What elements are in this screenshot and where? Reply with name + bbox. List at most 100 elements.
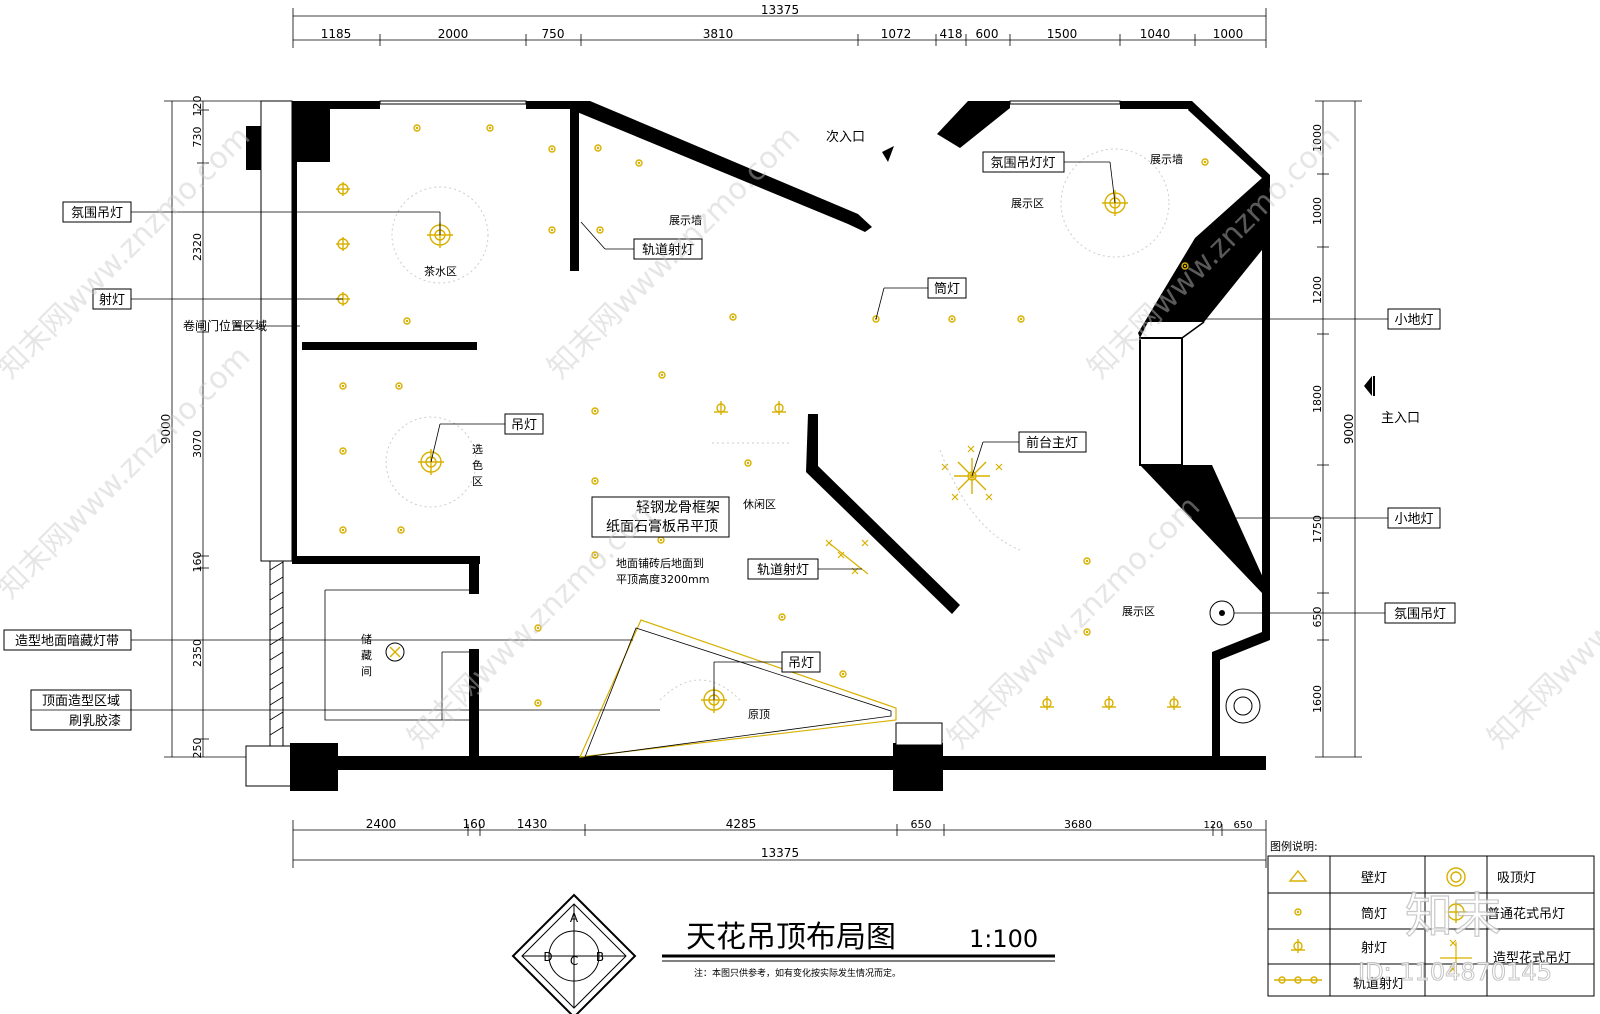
legend-item-2: 筒灯 <box>1361 906 1387 922</box>
callout-ambient-pendant-left: 氛围吊灯 <box>71 206 123 221</box>
top-dim-8: 1500 <box>1047 27 1078 41</box>
watermark-1: 知末网www.znzmo.com <box>0 119 257 385</box>
callout-downlight: 筒灯 <box>934 281 960 297</box>
label-display-wall-1: 展示墙 <box>669 213 702 227</box>
label-storage-1: 储 <box>361 632 372 646</box>
left-dim-3: 2320 <box>191 233 204 261</box>
label-floor-note-1: 地面铺砖后地面到 <box>616 556 704 570</box>
label-floor-note-2: 平顶高度3200mm <box>616 572 709 586</box>
compass-a: A <box>570 911 579 925</box>
callout-pendant-bottom: 吊灯 <box>788 656 814 671</box>
legend-item-5: 吸顶灯 <box>1497 871 1536 886</box>
main-entrance-arrow <box>1364 376 1372 396</box>
bottom-dim-7: 120 <box>1203 820 1222 831</box>
legend-item-1: 壁灯 <box>1361 871 1387 886</box>
right-dim-6: 650 <box>1311 607 1324 628</box>
top-dim-7: 600 <box>976 27 999 41</box>
top-dim-9: 1040 <box>1140 27 1171 41</box>
label-color-2: 色 <box>472 458 483 472</box>
top-dim-1: 1185 <box>321 27 352 41</box>
floor-plan-walls <box>245 100 1270 791</box>
right-dim-4: 1800 <box>1311 385 1324 413</box>
ceiling-zone-outline <box>579 619 897 758</box>
left-dim-7: 250 <box>191 738 204 759</box>
bottom-dim-6: 3680 <box>1064 818 1092 831</box>
room-labels: 卷闸门位置区域 茶水区 选 色 区 展示墙 展示墙 展示区 展示区 次入口 主入… <box>183 129 1420 721</box>
label-color-3: 区 <box>472 475 483 488</box>
callout-ceiling-zone-1: 顶面造型区域 <box>42 694 120 709</box>
right-dim-3: 1200 <box>1311 276 1324 304</box>
compass-symbol: A B C D <box>511 893 637 1014</box>
top-dimensions: 13375 1185 2000 750 3810 1072 418 600 15… <box>292 3 1267 48</box>
label-rolling-door: 卷闸门位置区域 <box>183 318 267 333</box>
compass-c: C <box>570 954 578 968</box>
label-storage-2: 藏 <box>361 649 372 662</box>
callout-keel-1: 轻钢龙骨框架 <box>636 500 720 516</box>
label-original-top: 原顶 <box>748 708 770 721</box>
compass-b: B <box>596 950 604 964</box>
legend-item-7: 造型花式吊灯 <box>1493 950 1571 966</box>
dotted-ceiling-arcs <box>385 148 1170 701</box>
label-secondary-entrance: 次入口 <box>826 129 865 145</box>
floor-lights <box>1209 600 1261 724</box>
bottom-total-dim: 13375 <box>761 846 799 860</box>
legend-heading: 图例说明: <box>1270 839 1318 853</box>
callout-track-spot-mid: 轨道射灯 <box>757 562 809 578</box>
watermark-5: 知末网www.znzmo.com <box>401 489 667 755</box>
top-dim-5: 1072 <box>881 27 912 41</box>
callout-ambient-pendant-right: 氛围吊灯 <box>1394 607 1446 622</box>
legend-item-3: 射灯 <box>1361 940 1387 956</box>
left-dim-4: 3070 <box>191 430 204 458</box>
watermark-4: 知末网www.znzmo.com <box>0 339 257 605</box>
left-total-dim: 9000 <box>159 414 173 445</box>
top-total-dim: 13375 <box>761 3 799 17</box>
top-dim-6: 418 <box>940 27 963 41</box>
bottom-dim-4: 4285 <box>726 817 757 831</box>
bottom-dim-8: 650 <box>1233 820 1252 831</box>
right-dim-1: 1000 <box>1311 124 1324 152</box>
label-storage-3: 间 <box>361 665 372 678</box>
label-display-area-2: 展示区 <box>1122 605 1155 618</box>
top-dim-4: 3810 <box>703 27 734 41</box>
bottom-dim-2: 160 <box>463 817 486 831</box>
callouts: 氛围吊灯 射灯 轨道射灯 氛围吊灯灯 筒灯 小地灯 吊灯 前台主灯 小地灯 轨道 <box>3 151 1456 731</box>
drawing-scale: 1:100 <box>969 925 1038 953</box>
secondary-entrance-arrow <box>882 146 894 162</box>
label-display-area-1: 展示区 <box>1011 197 1044 210</box>
callout-small-floor-2: 小地灯 <box>1394 512 1433 527</box>
right-total-dim: 9000 <box>1342 414 1356 445</box>
bottom-dim-5: 650 <box>911 818 932 831</box>
callout-front-desk-main: 前台主灯 <box>1026 435 1078 451</box>
callout-pendant-mid: 吊灯 <box>511 418 537 433</box>
callout-floor-strip: 造型地面暗藏灯带 <box>15 634 119 649</box>
top-dim-2: 2000 <box>438 27 469 41</box>
callout-small-floor-1: 小地灯 <box>1394 313 1433 328</box>
bottom-dim-3: 1430 <box>517 817 548 831</box>
right-dimensions: 1000 1000 1200 1800 1750 650 1600 9000 <box>1311 100 1362 758</box>
label-main-entrance: 主入口 <box>1381 411 1420 426</box>
legend-item-4: 轨道射灯 <box>1353 976 1405 992</box>
drawing-note: 注：本图只供参考，如有变化按实际发生情况而定。 <box>694 967 901 979</box>
title-block: 天花吊顶布局图 1:100 注：本图只供参考，如有变化按实际发生情况而定。 <box>662 920 1055 979</box>
callout-track-spot-top: 轨道射灯 <box>642 242 694 258</box>
watermark-6: 知末网www.znzmo.com <box>941 489 1207 755</box>
right-dim-2: 1000 <box>1311 197 1324 225</box>
left-dimensions: 9000 120 730 2320 3070 160 2350 250 <box>159 96 290 759</box>
top-dim-10: 1000 <box>1213 27 1244 41</box>
callout-ceiling-zone-2: 刷乳胶漆 <box>69 713 121 729</box>
watermark-7: 知末网www.znzmo.com <box>1481 489 1600 755</box>
legend: 图例说明: 壁灯 筒灯 射灯 轨道射灯 吸顶灯 普通花式吊灯 造型花式吊灯 <box>1267 839 1595 997</box>
label-leisure-area: 休闲区 <box>743 497 776 511</box>
left-dim-2: 730 <box>191 127 204 148</box>
label-tea-area: 茶水区 <box>424 265 457 278</box>
bottom-dim-1: 2400 <box>366 817 397 831</box>
watermark-id: ID: 1104870145 <box>1358 958 1552 986</box>
top-dim-3: 750 <box>542 27 565 41</box>
drawing-title: 天花吊顶布局图 <box>686 920 896 955</box>
callout-ambient-pendant-top: 氛围吊灯灯 <box>990 156 1055 171</box>
watermark-logo: 知末 <box>1405 888 1501 944</box>
watermark-2: 知末网www.znzmo.com <box>541 119 807 385</box>
right-dim-5: 1750 <box>1311 515 1324 543</box>
left-dim-5: 160 <box>191 552 204 573</box>
right-dim-7: 1600 <box>1311 685 1324 713</box>
